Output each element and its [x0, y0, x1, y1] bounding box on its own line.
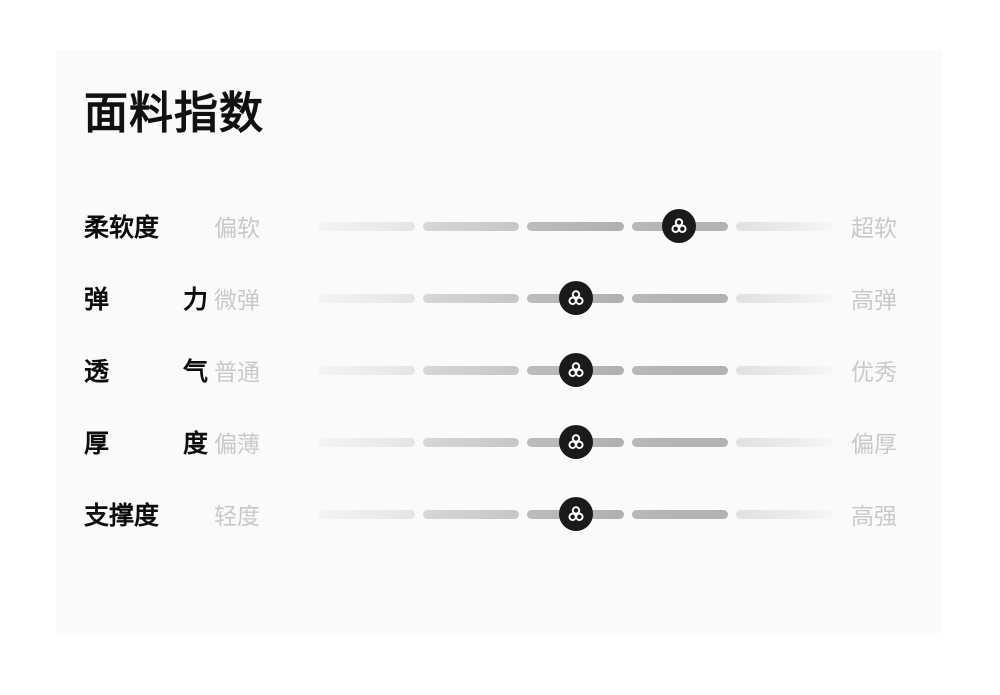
track-segment-4[interactable] — [631, 437, 729, 447]
trefoil-icon — [565, 431, 587, 453]
metric-row-breathability: 透 气 普通 — [56, 334, 942, 406]
metric-label-char: 厚 — [84, 430, 110, 458]
trefoil-icon — [565, 503, 587, 525]
metric-slider-softness[interactable] — [318, 209, 833, 243]
metric-high-label-elasticity: 高弹 — [851, 287, 897, 313]
slider-thumb-support[interactable] — [558, 497, 593, 531]
metric-label-softness: 柔软度 — [84, 214, 160, 242]
slider-thumb-breathability[interactable] — [558, 353, 593, 387]
metric-label-char: 力 — [182, 286, 208, 314]
metric-slider-elasticity[interactable] — [318, 281, 833, 315]
metric-low-label-elasticity: 微弹 — [214, 287, 260, 313]
metric-row-support: 支撑度 轻度 — [56, 478, 942, 550]
slider-thumb-thickness[interactable] — [558, 425, 593, 459]
track-segment-4[interactable] — [631, 293, 729, 303]
metric-label-thickness: 厚 度 — [84, 424, 214, 460]
track-segment-1[interactable] — [318, 221, 415, 231]
trefoil-icon — [565, 359, 587, 381]
track-segment-1[interactable] — [318, 293, 415, 303]
slider-thumb-elasticity[interactable] — [558, 281, 593, 315]
track-segment-1[interactable] — [318, 365, 415, 375]
metric-low-label-breathability: 普通 — [214, 359, 260, 385]
track-segment-1[interactable] — [318, 509, 415, 519]
metric-list: 柔软度 偏软 — [56, 190, 942, 550]
track-segment-4[interactable] — [631, 509, 729, 519]
metric-high-label-breathability: 优秀 — [851, 359, 897, 385]
trefoil-icon — [668, 215, 690, 237]
metric-low-label-thickness: 偏薄 — [214, 431, 260, 457]
metric-label-char: 气 — [182, 358, 208, 386]
metric-row-thickness: 厚 度 偏薄 — [56, 406, 942, 478]
trefoil-icon — [565, 287, 587, 309]
track-segment-2[interactable] — [422, 293, 520, 303]
metric-label-support: 支撑度 — [84, 502, 160, 530]
metric-row-softness: 柔软度 偏软 — [56, 190, 942, 262]
metric-label-char: 透 — [84, 358, 110, 386]
metric-label-char: 度 — [182, 430, 208, 458]
track-segment-5[interactable] — [736, 293, 833, 303]
track-segment-1[interactable] — [318, 437, 415, 447]
track-segment-5[interactable] — [736, 365, 833, 375]
metric-low-label-support: 轻度 — [214, 503, 260, 529]
metric-slider-support[interactable] — [318, 497, 833, 531]
track-segment-2[interactable] — [422, 221, 520, 231]
track-segment-2[interactable] — [422, 509, 520, 519]
metric-high-label-support: 高强 — [851, 503, 897, 529]
page-title: 面料指数 — [84, 89, 264, 138]
track-segment-3[interactable] — [527, 221, 624, 231]
metric-label-char: 弹 — [84, 286, 110, 314]
metric-low-label-softness: 偏软 — [214, 215, 260, 241]
metric-label-elasticity: 弹 力 — [84, 280, 214, 316]
metric-high-label-softness: 超软 — [851, 215, 897, 241]
track-segment-5[interactable] — [736, 437, 833, 447]
metric-slider-breathability[interactable] — [318, 353, 833, 387]
metric-slider-thickness[interactable] — [318, 425, 833, 459]
track-segment-2[interactable] — [422, 365, 520, 375]
metric-row-elasticity: 弹 力 微弹 — [56, 262, 942, 334]
track-segment-5[interactable] — [736, 221, 833, 231]
metric-high-label-thickness: 偏厚 — [851, 431, 897, 457]
metric-label-breathability: 透 气 — [84, 352, 214, 388]
track-segment-5[interactable] — [736, 509, 833, 519]
fabric-index-card: 面料指数 柔软度 偏软 — [56, 50, 942, 633]
slider-thumb-softness[interactable] — [661, 209, 696, 243]
track-segment-2[interactable] — [422, 437, 520, 447]
track-segment-4[interactable] — [631, 365, 729, 375]
